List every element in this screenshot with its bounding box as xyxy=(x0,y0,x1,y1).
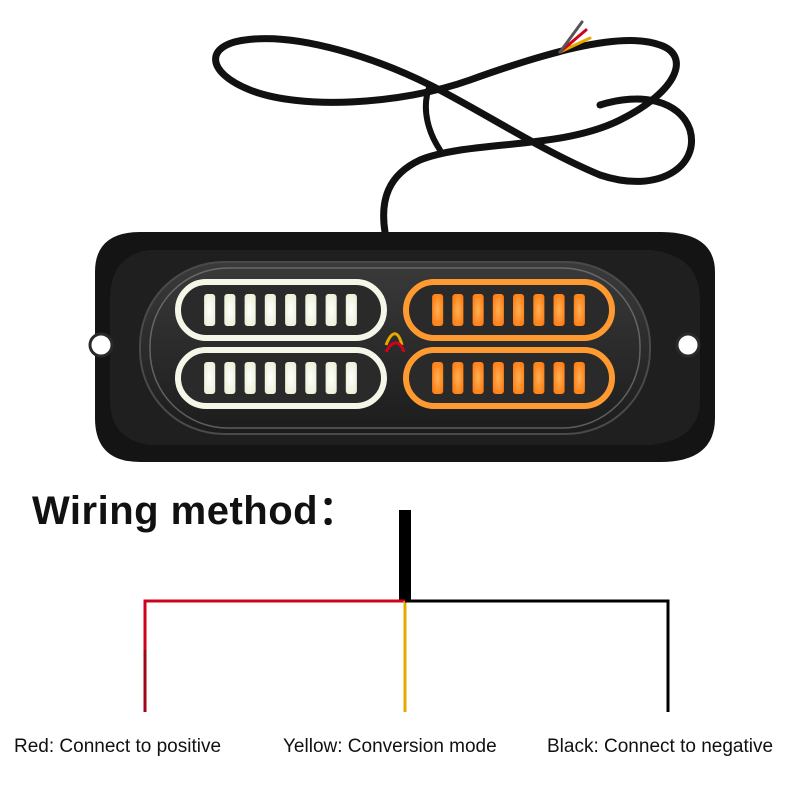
black-wire-label: Black: Connect to negative xyxy=(547,736,774,757)
white-led xyxy=(285,362,297,394)
white-led xyxy=(345,362,357,394)
amber-led xyxy=(533,294,545,326)
internal-wires xyxy=(384,332,406,353)
mount-hole-left xyxy=(88,332,114,358)
white-led xyxy=(204,362,216,394)
yellow-wire-label: Yellow: Conversion mode xyxy=(283,736,497,757)
amber-led xyxy=(533,362,545,394)
amber-led xyxy=(492,362,504,394)
white-led xyxy=(325,294,337,326)
white-led xyxy=(264,362,276,394)
white-led xyxy=(244,362,256,394)
white-led xyxy=(224,294,236,326)
amber-led xyxy=(513,362,525,394)
amber-led xyxy=(472,294,484,326)
white-led xyxy=(264,294,276,326)
cable-coil xyxy=(212,35,695,236)
wire-black xyxy=(405,599,670,712)
amber-led xyxy=(452,362,464,394)
amber-led xyxy=(432,362,444,394)
amber-led xyxy=(492,294,504,326)
white-led xyxy=(305,294,317,326)
white-led xyxy=(204,294,216,326)
white-led xyxy=(244,294,256,326)
amber-led xyxy=(513,294,525,326)
amber-led xyxy=(452,294,464,326)
wire-ends xyxy=(558,20,592,54)
wiring-diagram xyxy=(143,510,670,712)
amber-led xyxy=(573,362,585,394)
amber-led xyxy=(553,362,565,394)
white-led xyxy=(285,294,297,326)
white-led xyxy=(345,294,357,326)
mount-hole-right xyxy=(675,332,701,358)
wiring-method-heading: Wiring method： xyxy=(32,489,359,533)
white-led xyxy=(224,362,236,394)
white-led xyxy=(305,362,317,394)
white-led xyxy=(325,362,337,394)
wire-red xyxy=(143,599,405,712)
wire-main-bundle xyxy=(399,510,411,602)
amber-led xyxy=(472,362,484,394)
red-wire-label: Red: Connect to positive xyxy=(14,736,222,757)
amber-led xyxy=(553,294,565,326)
amber-led xyxy=(432,294,444,326)
amber-led xyxy=(573,294,585,326)
